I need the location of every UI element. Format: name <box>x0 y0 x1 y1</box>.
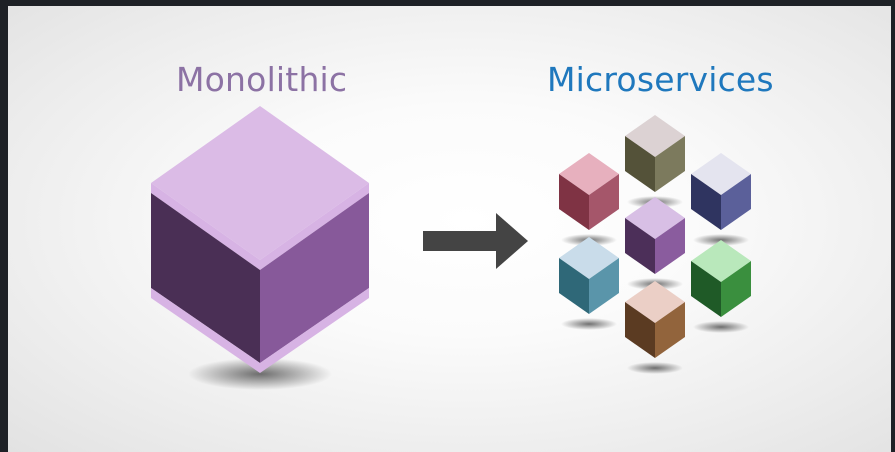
cube-brown-right-face <box>655 302 685 358</box>
cube-navy <box>691 153 751 246</box>
cube-olive <box>625 115 685 208</box>
cube-brown <box>625 281 685 374</box>
cube-red <box>559 153 619 246</box>
cube-blue-shadow <box>561 318 617 330</box>
monolith-cube-right-face <box>260 193 369 363</box>
cube-red-left-face <box>559 174 589 230</box>
cube-green-left-face <box>691 261 721 317</box>
cube-navy-right-face <box>721 174 751 230</box>
cube-brown-left-face <box>625 302 655 358</box>
cube-olive-right-face <box>655 136 685 192</box>
cube-olive-left-face <box>625 136 655 192</box>
microservice-cubes <box>559 115 751 374</box>
monolith-cube <box>151 106 369 390</box>
cube-green-shadow <box>693 321 749 333</box>
monolith-cube-left-bottom-edge <box>151 288 260 373</box>
monolith-cube-shadow <box>188 358 332 390</box>
cube-red-right-face <box>589 174 619 230</box>
cube-brown-shadow <box>627 362 683 374</box>
cube-green-right-face <box>721 261 751 317</box>
transition-arrow <box>423 213 528 269</box>
monolith-cube-left-edge <box>151 183 260 270</box>
monolith-cube-right-bottom-edge <box>260 288 369 373</box>
cube-green <box>691 240 751 333</box>
cube-blue-right-face <box>589 258 619 314</box>
diagram-svg <box>151 106 751 390</box>
slide-canvas: Monolithic Microservices <box>8 6 891 452</box>
cube-blue <box>559 237 619 330</box>
cube-purple-left-face <box>625 218 655 274</box>
cube-navy-left-face <box>691 174 721 230</box>
cube-purple <box>625 197 685 290</box>
microservices-title: Microservices <box>547 60 774 99</box>
monolith-cube-left-face <box>151 193 260 363</box>
monolith-cube-right-edge <box>260 183 369 270</box>
cube-blue-left-face <box>559 258 589 314</box>
cube-purple-right-face <box>655 218 685 274</box>
monolithic-title: Monolithic <box>176 60 348 99</box>
